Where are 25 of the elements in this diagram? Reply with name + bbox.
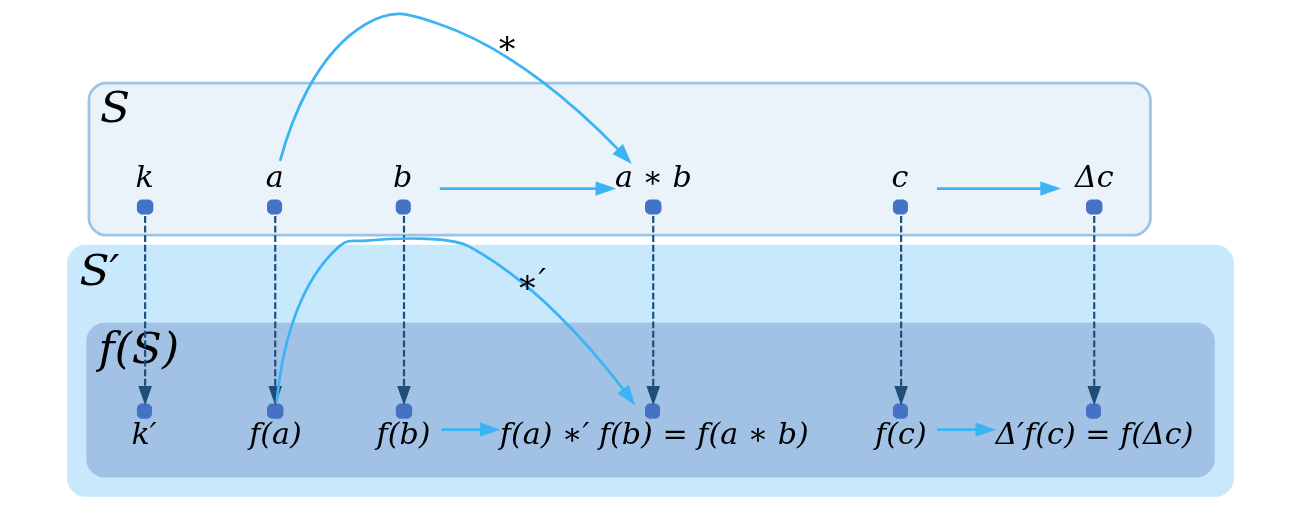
node-label: a xyxy=(265,158,284,194)
node-label: c xyxy=(891,158,908,194)
node-label: f(a) ∗′ f(b) = f(a ∗ b) xyxy=(499,416,809,452)
node-label: f(a) xyxy=(248,416,302,452)
arrow xyxy=(278,12,632,164)
arrow xyxy=(440,422,501,437)
node-label: b xyxy=(392,158,412,194)
arrow xyxy=(137,216,152,406)
edge-label: ∗ xyxy=(495,23,518,63)
arrow xyxy=(1086,216,1101,406)
arrow xyxy=(274,237,635,406)
node-label: k′ xyxy=(130,416,157,452)
arrow xyxy=(936,181,1061,196)
arrow xyxy=(936,422,996,437)
node-label: Δc xyxy=(1074,158,1114,194)
node-label: f(b) xyxy=(376,416,431,452)
node-label: a ∗ b xyxy=(614,158,692,194)
arrow xyxy=(645,216,660,406)
edge-label: ∗′ xyxy=(515,261,546,301)
arrow xyxy=(396,216,411,406)
node-label: k xyxy=(135,158,154,194)
node-label: f(c) xyxy=(874,416,927,452)
arrow xyxy=(893,216,908,406)
node-label: Δ′f(c) = f(Δc) xyxy=(995,416,1193,452)
arrow xyxy=(439,181,616,196)
